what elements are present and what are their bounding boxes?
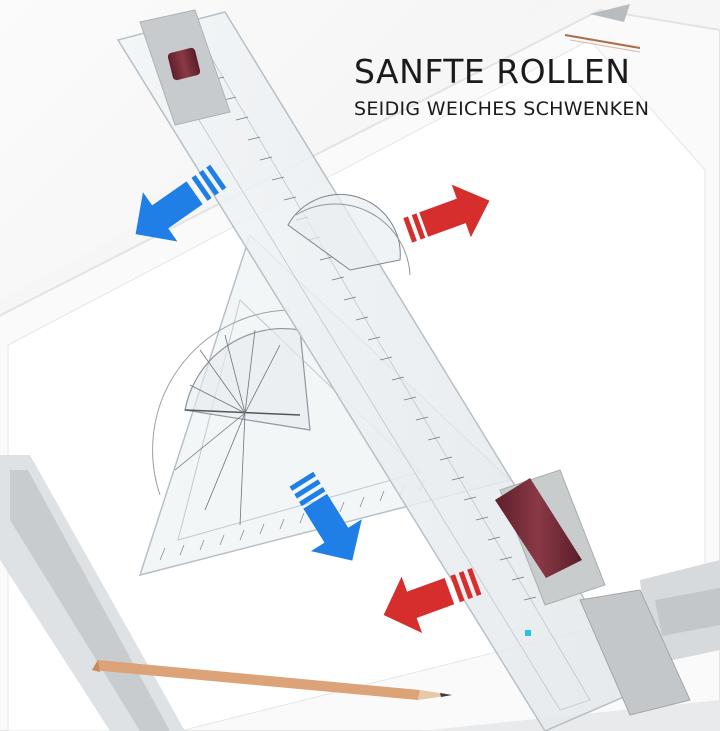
blue-arrow-up-left	[135, 164, 227, 242]
red-arrow-left	[383, 568, 482, 633]
bottom-handle-block	[495, 469, 691, 716]
top-handle-block	[139, 9, 231, 126]
red-arrow-right	[403, 184, 490, 243]
headline-title: SANFTE ROLLEN	[354, 52, 631, 91]
headline: SANFTE ROLLEN SEIDIG WEICHES SCHWENKEN	[354, 52, 649, 124]
blue-arrow-down	[289, 471, 362, 561]
cyan-marker	[525, 630, 531, 636]
pencil	[92, 660, 452, 700]
headline-subtitle: SEIDIG WEICHES SCHWENKEN	[354, 98, 650, 120]
